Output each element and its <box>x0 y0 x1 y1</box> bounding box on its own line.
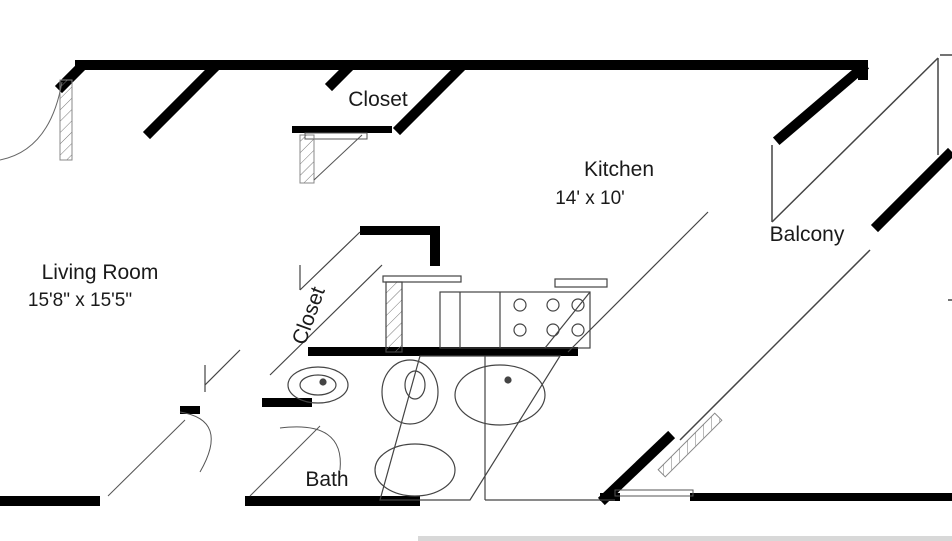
wall-top <box>75 60 868 70</box>
sink-icon <box>513 298 527 337</box>
footer-band <box>418 536 952 541</box>
toilet-icon <box>287 366 349 404</box>
bathtub-icon <box>374 355 562 501</box>
wall-stubs <box>54 60 952 506</box>
wall-bottom-left <box>0 496 100 506</box>
sink-icon <box>381 359 439 425</box>
closet-side-label: Closet <box>288 284 330 348</box>
closet-side-outline <box>204 231 462 392</box>
wall-bottom-right <box>690 493 952 501</box>
living-room-label: Living Room <box>42 261 159 284</box>
closet-top-front <box>292 126 392 184</box>
door-swing-icon <box>107 411 341 497</box>
kitchen-partition <box>180 226 578 414</box>
door-swing-icon <box>0 79 73 161</box>
balcony-edges <box>679 54 952 441</box>
balcony-label: Balcony <box>770 223 845 246</box>
kitchen-right-edge <box>484 211 709 501</box>
kitchen-dimensions: 14' x 10' <box>555 188 625 209</box>
bath-label: Bath <box>305 468 348 491</box>
wall-bottom-mid <box>245 496 420 506</box>
living-room-dimensions: 15'8" x 15'5" <box>28 290 132 311</box>
sliding-door-icon <box>614 412 723 497</box>
stove-burner-icon <box>546 298 585 337</box>
kitchen-label: Kitchen <box>584 158 654 181</box>
closet-top-label: Closet <box>348 88 408 111</box>
